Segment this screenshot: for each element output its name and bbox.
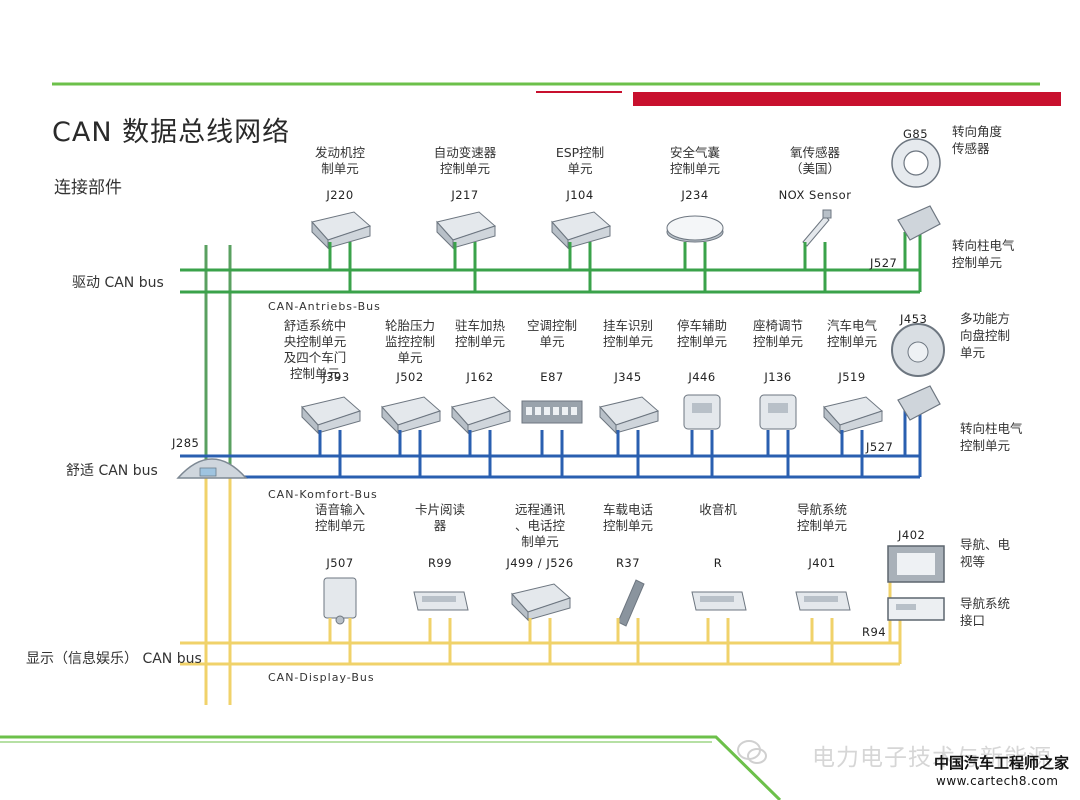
comfort-device-name: 停车辅助控制单元 bbox=[676, 318, 728, 349]
drive-device-code: J104 bbox=[566, 188, 594, 202]
comfort-device-code: J519 bbox=[838, 370, 866, 384]
comfort-device-name: 空调控制单元 bbox=[526, 318, 578, 349]
header-red-accent-small bbox=[536, 91, 622, 93]
page-subtitle: 连接部件 bbox=[54, 178, 122, 198]
navigation-interface-slot bbox=[896, 604, 916, 610]
comfort-device-code: E87 bbox=[540, 370, 564, 384]
comfort-device-name: 挂车识别控制单元 bbox=[602, 318, 654, 349]
watermark-text: 电力电子技术与新能源 bbox=[812, 745, 1052, 771]
voice-module-icon bbox=[323, 577, 357, 625]
comfort-device-name: 汽车电气控制单元 bbox=[826, 318, 878, 349]
comfort-device-name: 舒适系统中央控制单元及四个车门控制单元 bbox=[283, 318, 347, 381]
gateway-code: J285 bbox=[172, 436, 200, 450]
steering-column-icon-2 bbox=[897, 385, 941, 421]
header-red-accent-bar bbox=[633, 92, 1061, 106]
steering-wheel-hub bbox=[907, 341, 929, 363]
trailer-module-icon bbox=[599, 396, 659, 435]
display-device-name: 卡片阅读器 bbox=[414, 502, 466, 533]
page-title: CAN 数据总线网络 bbox=[52, 117, 291, 148]
display-device-code: J507 bbox=[326, 556, 354, 570]
comfort-device-code: J393 bbox=[322, 370, 350, 384]
j527-comfort-code: J527 bbox=[866, 440, 894, 454]
drive-device-name: 氧传感器（美国） bbox=[789, 145, 841, 176]
navigation-display-screen bbox=[897, 553, 935, 575]
comfort-device-code: J502 bbox=[396, 370, 424, 384]
site-logo-name: 中国汽车工程师之家 bbox=[934, 754, 1070, 772]
drive-device-code: NOX Sensor bbox=[778, 188, 852, 202]
card-reader-icon bbox=[413, 591, 469, 611]
display-device-name: 收音机 bbox=[699, 502, 737, 517]
drive-device-name: ESP控制单元 bbox=[555, 145, 605, 176]
drive-device-code: J220 bbox=[326, 188, 354, 202]
drive-device-code: J217 bbox=[451, 188, 479, 202]
comfort-device-code: J345 bbox=[614, 370, 642, 384]
display-device-name: 远程通讯、电话控制单元 bbox=[514, 502, 566, 549]
r94-code: R94 bbox=[862, 625, 887, 639]
j527-drive-name: 转向柱电气控制单元 bbox=[952, 238, 1015, 270]
climate-panel-icon bbox=[521, 400, 583, 424]
comfort-device-name: 驻车加热控制单元 bbox=[454, 318, 506, 349]
display-device-code: R99 bbox=[427, 556, 453, 570]
ecu-box-icon bbox=[311, 211, 371, 250]
drive-bus-label: 驱动 CAN bus bbox=[72, 275, 164, 291]
display-device-name: 语音输入控制单元 bbox=[314, 502, 366, 533]
j453-name: 多功能方向盘控制单元 bbox=[960, 311, 1011, 360]
sensor-icon bbox=[802, 209, 832, 247]
j402-name: 导航、电视等 bbox=[960, 537, 1011, 569]
gateway-display-patch bbox=[199, 467, 217, 477]
r94-name: 导航系统接口 bbox=[960, 596, 1011, 628]
comfort-device-code: J446 bbox=[688, 370, 716, 384]
comfort-device-code: J162 bbox=[466, 370, 494, 384]
drive-device-name: 安全气囊控制单元 bbox=[669, 145, 721, 176]
steering-angle-sensor-core bbox=[903, 150, 929, 176]
display-device-name: 导航系统控制单元 bbox=[796, 502, 848, 533]
drive-device-name: 发动机控制单元 bbox=[314, 145, 366, 176]
comfort-device-code: J136 bbox=[764, 370, 792, 384]
drive-device-code: J234 bbox=[681, 188, 709, 202]
radio-icon bbox=[691, 591, 747, 611]
transmission-icon bbox=[436, 211, 496, 250]
comfort-device-name: 座椅调节控制单元 bbox=[752, 318, 804, 349]
phone-handset-icon bbox=[617, 579, 645, 627]
nav-module-icon bbox=[795, 591, 851, 611]
airbag-icon bbox=[666, 215, 724, 243]
comfort-bus-label: 舒适 CAN bus bbox=[66, 463, 158, 479]
drive-bus-name: CAN-Antriebs-Bus bbox=[268, 300, 381, 313]
display-device-code: J499 / J526 bbox=[506, 556, 574, 570]
tpms-icon bbox=[381, 396, 441, 435]
body-control-icon bbox=[823, 396, 883, 435]
display-bus-name: CAN-Display-Bus bbox=[268, 671, 375, 684]
drive-device-name: 自动变速器控制单元 bbox=[433, 145, 497, 176]
comfort-bus-name: CAN-Komfort-Bus bbox=[268, 488, 378, 501]
wechat-icon bbox=[737, 740, 767, 764]
steering-column-icon bbox=[897, 205, 941, 241]
j527-drive-code: J527 bbox=[870, 256, 898, 270]
ecu-box-icon bbox=[301, 396, 361, 435]
j402-code: J402 bbox=[898, 528, 926, 542]
esp-module-icon bbox=[551, 211, 611, 250]
g85-code: G85 bbox=[903, 127, 929, 141]
seat-module-icon bbox=[759, 394, 797, 430]
j453-code: J453 bbox=[900, 312, 928, 326]
heater-icon bbox=[451, 396, 511, 435]
display-device-code: R bbox=[713, 556, 723, 570]
display-bus-label: 显示（信息娱乐） CAN bus bbox=[26, 651, 202, 667]
footer-green-line bbox=[0, 735, 782, 800]
site-logo-url: www.cartech8.com bbox=[936, 774, 1059, 788]
telematics-icon bbox=[511, 583, 571, 622]
display-device-code: R37 bbox=[615, 556, 641, 570]
display-device-code: J401 bbox=[808, 556, 836, 570]
comfort-device-name: 轮胎压力监控控制单元 bbox=[384, 318, 436, 365]
g85-name: 转向角度传感器 bbox=[952, 124, 1003, 156]
park-assist-icon bbox=[683, 394, 721, 430]
display-device-name: 车载电话控制单元 bbox=[602, 502, 654, 533]
j527-comfort-name: 转向柱电气控制单元 bbox=[960, 421, 1023, 453]
